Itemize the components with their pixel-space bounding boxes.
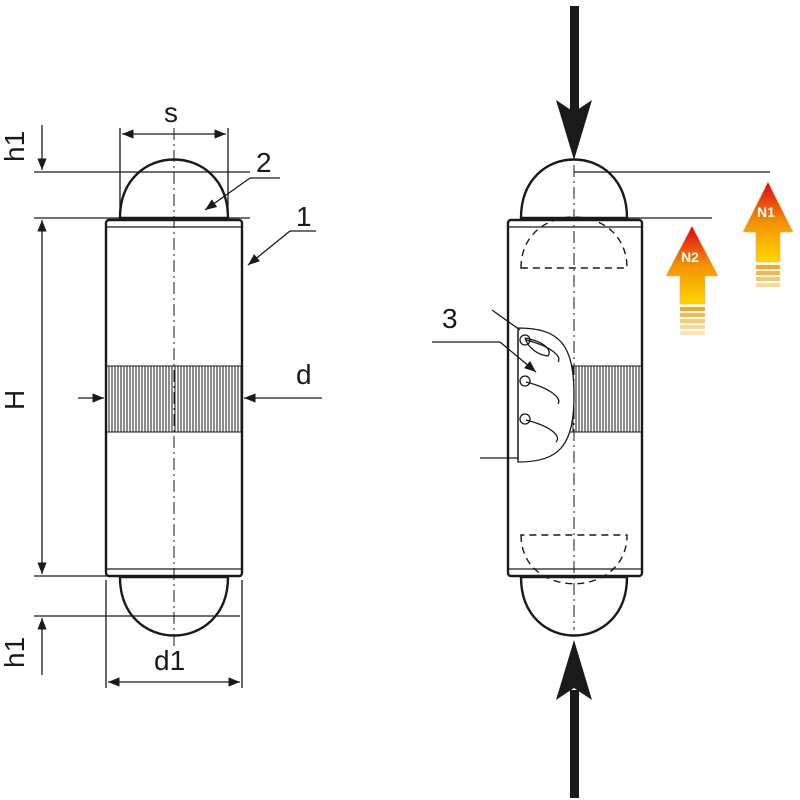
label-h1-bottom: h1 (0, 637, 30, 668)
n2-arrow: N2 (665, 225, 719, 335)
n1-arrow: N1 (742, 181, 794, 287)
label-H: H (0, 390, 30, 410)
leader-1 (247, 230, 291, 266)
label-s: s (164, 97, 178, 128)
spring-coils (519, 334, 560, 443)
load-arrow-bottom (556, 640, 592, 798)
leader-2 (204, 177, 251, 211)
label-1: 1 (296, 201, 312, 232)
label-h1-top: h1 (0, 131, 30, 162)
right-view: 3 N1 N2 (432, 6, 794, 798)
left-view: s 2 1 d d1 h1 H h1 (0, 97, 322, 688)
label-d1: d1 (154, 645, 185, 676)
hidden-dome-bottom (520, 534, 628, 585)
leader-3-arrow (499, 341, 537, 373)
leader-3-upper (491, 309, 521, 331)
label-3: 3 (442, 303, 458, 334)
label-d: d (296, 359, 312, 390)
n1-label: N1 (757, 204, 775, 220)
knurl-band-left (105, 365, 242, 433)
n2-label: N2 (681, 249, 699, 265)
load-arrow-top (556, 6, 592, 160)
spring-cutout (517, 327, 575, 463)
label-2: 2 (256, 147, 272, 178)
knurl-band-right (569, 365, 643, 433)
